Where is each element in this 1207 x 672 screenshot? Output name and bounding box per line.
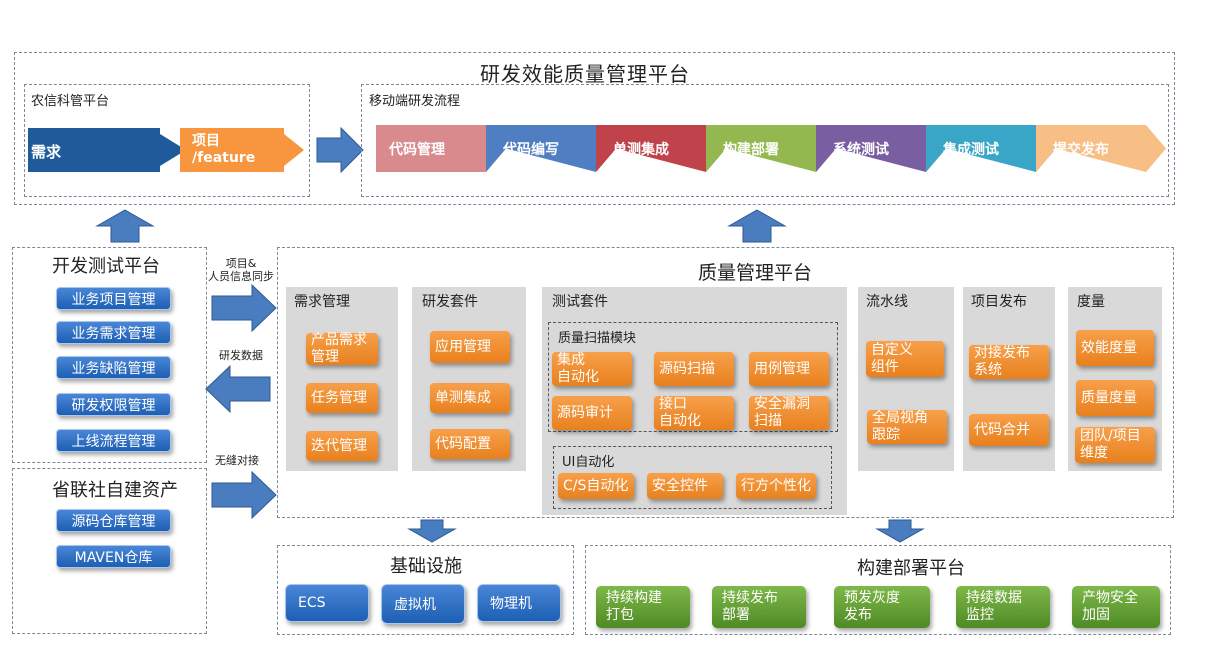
seamless-label: 无缝对接 <box>215 454 259 467</box>
scan-module-item-button[interactable]: 安全漏洞 扫描 <box>749 396 829 430</box>
ui-auto-item-button[interactable]: C/S自动化 <box>558 473 634 499</box>
infra-item-button[interactable]: 虚拟机 <box>381 584 465 624</box>
metrics-item-button[interactable]: 质量度量 <box>1076 380 1154 416</box>
ui-auto-item-button[interactable]: 安全控件 <box>647 473 723 499</box>
flow-step-label: 代码管理 <box>388 141 445 158</box>
rd-suite-title: 研发套件 <box>422 294 478 310</box>
nongxin-platform-frame <box>24 84 310 197</box>
sync-label: 项目& 人员信息同步 <box>208 257 274 283</box>
metrics-item-button[interactable]: 效能度量 <box>1076 330 1154 366</box>
pipeline-title: 流水线 <box>866 294 908 310</box>
ui-auto-item-button[interactable]: 行方个性化 <box>736 473 816 499</box>
scan-module-item-button[interactable]: 源码扫描 <box>654 352 734 386</box>
rd-suite-item-button[interactable]: 代码配置 <box>430 429 510 459</box>
flow-step-chevron <box>596 125 726 172</box>
pipeline-item-button[interactable]: 全局视角 跟踪 <box>867 410 947 444</box>
dev-test-item-button[interactable]: 业务需求管理 <box>56 321 171 344</box>
down-arrow-build-icon <box>875 519 925 543</box>
infra-title: 基础设施 <box>390 556 462 577</box>
flow-step-label: 提交发布 <box>1053 141 1109 158</box>
flow-step-label: 构建部署 <box>723 141 779 158</box>
build-deploy-item-button[interactable]: 持续数据 监控 <box>956 586 1050 628</box>
metrics-title: 度量 <box>1077 294 1105 310</box>
release-item-button[interactable]: 对接发布 系统 <box>969 345 1049 379</box>
down-arrow-infra-icon <box>407 519 457 543</box>
build-deploy-frame <box>585 545 1171 635</box>
ui-auto-title: UI自动化 <box>562 455 615 470</box>
flow-step-chevron <box>486 125 616 172</box>
scan-module-frame <box>548 322 838 432</box>
infra-item-button[interactable]: 物理机 <box>477 584 561 622</box>
rd-efficiency-title: 研发效能质量管理平台 <box>480 62 690 86</box>
dev-test-item-button[interactable]: 业务缺陷管理 <box>56 356 171 379</box>
asset-item-button[interactable]: 源码仓库管理 <box>56 509 171 532</box>
flow-step-chevron <box>376 125 506 172</box>
scan-module-item-button[interactable]: 集成 自动化 <box>552 352 632 386</box>
sync-right-arrow-icon <box>211 283 277 333</box>
asset-item-button[interactable]: MAVEN仓库 <box>56 545 171 568</box>
infra-frame <box>277 545 574 635</box>
scan-module-title: 质量扫描模块 <box>558 331 637 346</box>
metrics-item-button[interactable]: 团队/项目 维度 <box>1075 427 1155 463</box>
flow-step-label: 集成测试 <box>942 141 999 158</box>
release-item-button[interactable]: 代码合并 <box>969 414 1049 446</box>
flow-step-label: 系统测试 <box>833 141 889 158</box>
build-deploy-item-button[interactable]: 产物安全 加固 <box>1072 586 1160 628</box>
to-flow-arrow-icon <box>316 126 364 174</box>
flow-step-chevron <box>1036 125 1166 172</box>
rd-data-label: 研发数据 <box>219 349 263 362</box>
demand-mgmt-item-button[interactable]: 任务管理 <box>306 383 378 413</box>
flow-step-chevron <box>926 125 1056 172</box>
dev-test-item-button[interactable]: 业务项目管理 <box>56 287 171 310</box>
quality-platform-title: 质量管理平台 <box>698 262 813 284</box>
flow-step-chevron <box>816 125 946 172</box>
flow-step-chevron <box>706 125 836 172</box>
nongxin-platform-title: 农信科管平台 <box>31 94 110 109</box>
flow-step-label: 单测集成 <box>613 141 669 158</box>
scan-module-item-button[interactable]: 源码审计 <box>552 396 632 430</box>
ui-auto-frame <box>553 446 832 509</box>
dev-test-platform-title: 开发测试平台 <box>52 256 160 277</box>
mobile-flow-title: 移动端研发流程 <box>369 94 461 109</box>
build-deploy-item-button[interactable]: 持续发布 部署 <box>712 586 806 628</box>
release-title: 项目发布 <box>971 294 1027 310</box>
demand-label: 需求 <box>31 143 62 161</box>
demand-mgmt-item-button[interactable]: 迭代管理 <box>306 431 378 461</box>
build-deploy-item-button[interactable]: 持续构建 打包 <box>596 586 690 628</box>
mobile-flow-frame <box>361 84 1169 197</box>
demand-arrow <box>28 128 186 172</box>
infra-item-button[interactable]: ECS <box>285 584 369 622</box>
pipeline-item-button[interactable]: 自定义 组件 <box>866 341 944 377</box>
rd-data-left-arrow-icon <box>205 364 271 414</box>
build-deploy-title: 构建部署平台 <box>857 558 965 579</box>
dev-test-platform-frame <box>12 247 207 463</box>
up-arrow-right-icon <box>727 209 787 243</box>
flow-step-label: 代码编写 <box>502 141 559 158</box>
quality-platform-frame <box>277 247 1174 518</box>
scan-module-item-button[interactable]: 接口 自动化 <box>654 396 734 430</box>
rd-efficiency-frame <box>14 52 1175 205</box>
rd-suite-item-button[interactable]: 应用管理 <box>430 331 510 363</box>
rd-suite-item-button[interactable]: 单测集成 <box>430 383 510 413</box>
self-assets-title: 省联社自建资产 <box>52 480 178 501</box>
demand-mgmt-title: 需求管理 <box>294 294 350 310</box>
dev-test-item-button[interactable]: 上线流程管理 <box>56 429 171 452</box>
self-assets-frame <box>12 468 207 634</box>
seamless-right-arrow-icon <box>211 470 277 520</box>
demand-mgmt-item-button[interactable]: 产品需求 管理 <box>306 332 378 365</box>
project-arrow <box>180 128 304 172</box>
project-feature-label: 项目 /feature <box>192 133 256 166</box>
up-arrow-left-icon <box>95 209 155 243</box>
dev-test-item-button[interactable]: 研发权限管理 <box>56 393 171 416</box>
test-suite-title: 测试套件 <box>552 294 608 310</box>
build-deploy-item-button[interactable]: 预发灰度 发布 <box>834 586 930 628</box>
scan-module-item-button[interactable]: 用例管理 <box>749 352 829 386</box>
